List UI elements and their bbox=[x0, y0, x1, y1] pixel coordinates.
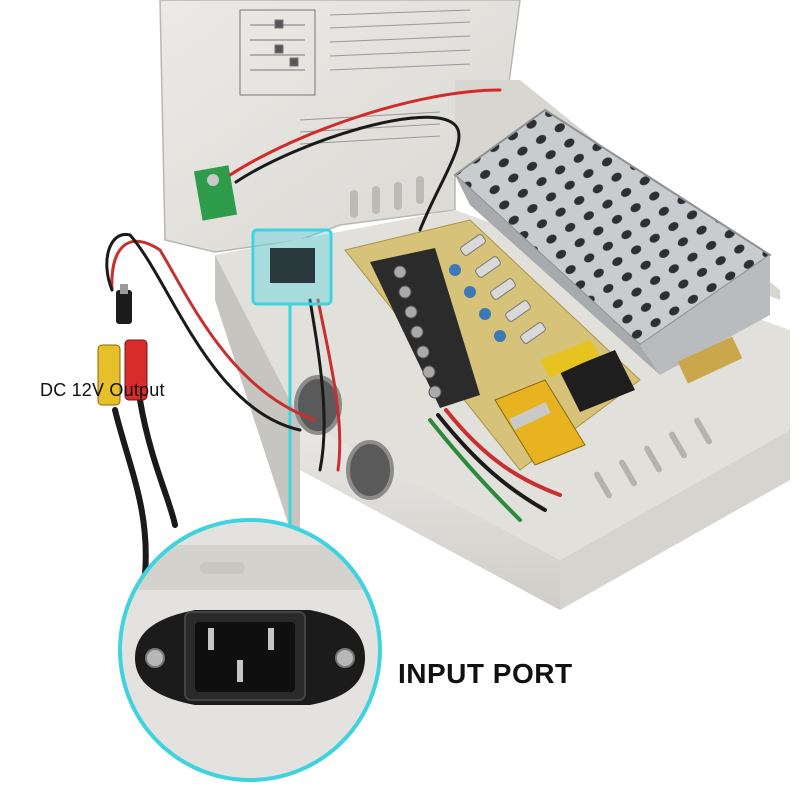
dc-connector-icon bbox=[116, 284, 132, 324]
capacitors bbox=[449, 264, 506, 342]
terminal-block bbox=[370, 248, 480, 408]
internal-wiring bbox=[228, 88, 562, 522]
lid-louvers bbox=[350, 176, 424, 218]
bnc-connector-icon bbox=[97, 344, 121, 406]
power-supply-module bbox=[453, 108, 772, 384]
power-switch bbox=[540, 340, 635, 412]
dc-output-label: DC 12V Output bbox=[40, 380, 165, 400]
lid-wiring-diagram bbox=[239, 9, 471, 145]
rca-connector-icon bbox=[124, 339, 148, 401]
iec-inlet-icon bbox=[135, 610, 365, 705]
fuse-row bbox=[460, 234, 546, 344]
inlet-highlight-box bbox=[251, 228, 333, 306]
enclosure-lid bbox=[159, 0, 521, 253]
input-port-callout bbox=[118, 518, 382, 782]
lid-sensor-board bbox=[193, 165, 238, 221]
dc-output-cable bbox=[105, 233, 317, 578]
main-fuse bbox=[494, 379, 586, 466]
input-port-label: INPUT PORT bbox=[398, 658, 573, 689]
